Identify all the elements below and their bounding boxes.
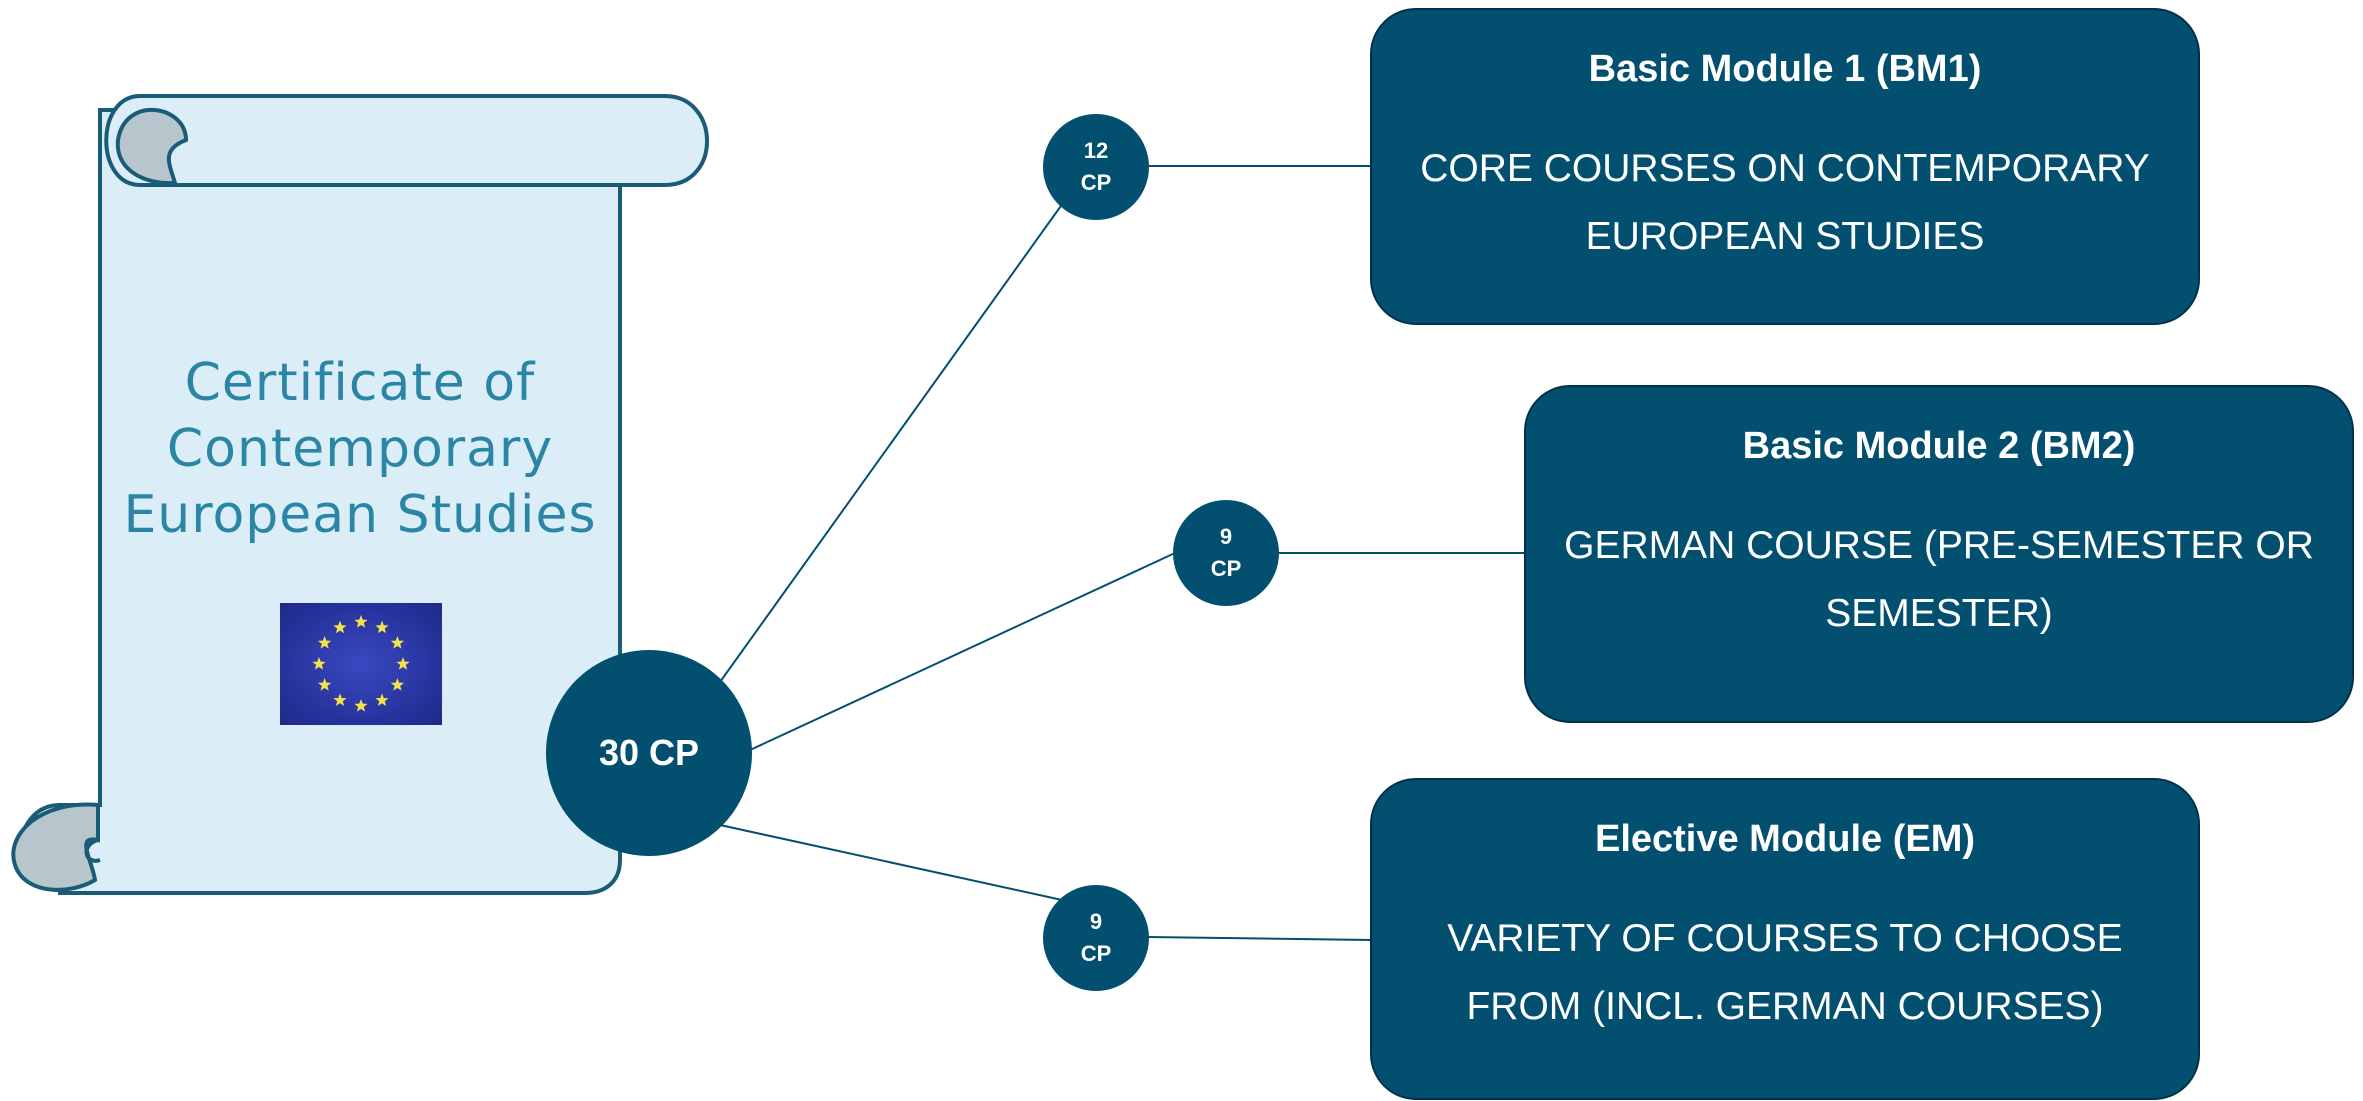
module-title: Elective Module (EM) bbox=[1594, 818, 1976, 860]
flag-star-icon bbox=[317, 678, 332, 691]
bottom-curl-icon bbox=[11, 802, 100, 892]
em-credits-node: 9 CP bbox=[1043, 885, 1149, 991]
flag-star-icon bbox=[390, 678, 405, 691]
module-card-bm1: Basic Module 1 (BM1) CORE COURSES ON CON… bbox=[1370, 8, 2200, 325]
module-description: CORE COURSES ON CONTEMPORARY EUROPEAN ST… bbox=[1420, 147, 2150, 258]
flag-star-icon bbox=[396, 657, 410, 670]
flag-star-icon bbox=[333, 693, 347, 707]
credits-value: 12 bbox=[1083, 138, 1109, 163]
certificate-title-line: European Studies bbox=[123, 485, 597, 545]
certificate-title: Certificate of Contemporary European Stu… bbox=[95, 350, 625, 548]
module-title: Basic Module 2 (BM2) bbox=[1742, 425, 2136, 467]
credits-value: 9 bbox=[1089, 909, 1103, 934]
flag-star-icon bbox=[354, 699, 368, 712]
credits-unit: CP bbox=[1210, 556, 1242, 581]
module-description: VARIETY OF COURSES TO CHOOSE FROM (INCL.… bbox=[1447, 917, 2123, 1028]
eu-flag-icon bbox=[280, 603, 442, 725]
flag-star-icon bbox=[375, 620, 389, 634]
flag-star-icon bbox=[375, 693, 389, 707]
module-card-bm2: Basic Module 2 (BM2) GERMAN COURSE (PRE-… bbox=[1524, 385, 2354, 723]
bm1-credits-node: 12 CP bbox=[1043, 114, 1149, 220]
flag-star-icon bbox=[312, 657, 326, 670]
credits-unit: CP bbox=[1080, 941, 1112, 966]
bm2-credits-node: 9 CP bbox=[1173, 500, 1279, 606]
credits-unit: CP bbox=[1080, 170, 1112, 195]
flag-star-icon bbox=[354, 615, 368, 628]
module-title: Basic Module 1 (BM1) bbox=[1588, 48, 1982, 90]
top-curl-icon bbox=[115, 108, 189, 186]
connector-lines bbox=[719, 165, 1526, 941]
flag-star-icon bbox=[390, 636, 405, 649]
certificate-title-line: Certificate of bbox=[184, 353, 536, 413]
certificate-title-line: Contemporary bbox=[166, 419, 554, 479]
flag-star-icon bbox=[333, 620, 347, 634]
flag-star-icon bbox=[317, 636, 332, 649]
total-credits-label: 30 CP bbox=[598, 732, 700, 773]
credits-value: 9 bbox=[1219, 524, 1233, 549]
module-card-em: Elective Module (EM) VARIETY OF COURSES … bbox=[1370, 778, 2200, 1100]
total-credits-node: 30 CP bbox=[546, 650, 752, 856]
module-description: GERMAN COURSE (PRE-SEMESTER OR SEMESTER) bbox=[1564, 524, 2314, 635]
